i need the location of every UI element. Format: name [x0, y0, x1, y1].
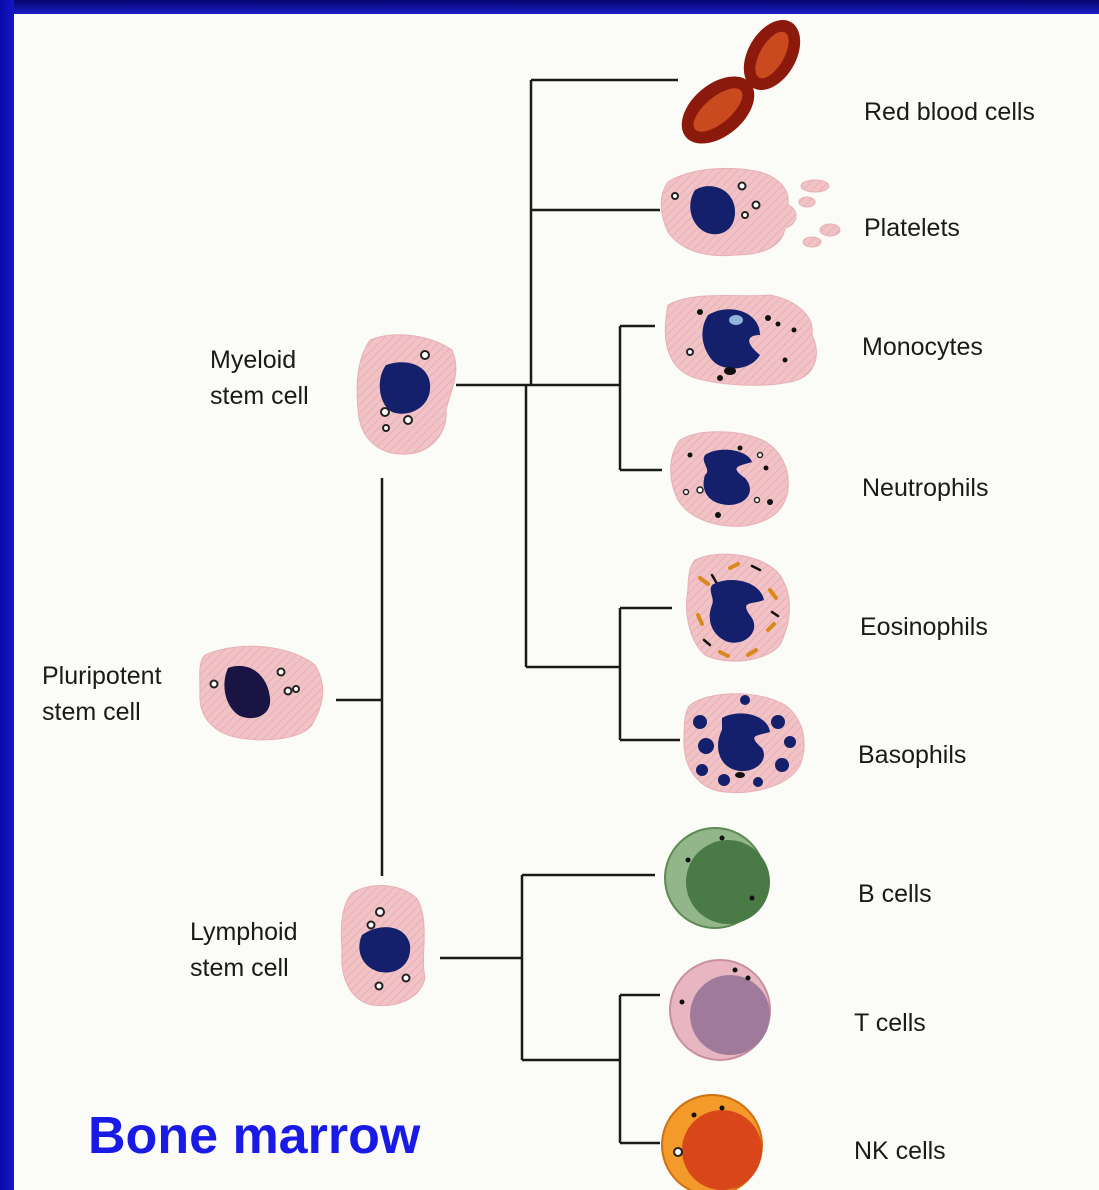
platelets-icon [661, 168, 840, 255]
myeloid-stem-cell-icon [357, 335, 456, 454]
eosinophils-icon [687, 554, 790, 661]
b-cells-label: B cells [858, 876, 932, 912]
bone-marrow-caption: Bone marrow [88, 1106, 420, 1166]
t-cells-label: T cells [854, 1005, 926, 1041]
pluripotent-stem-cell-icon [200, 646, 323, 740]
top-frame-bar [0, 0, 1099, 14]
neutrophils-label: Neutrophils [862, 470, 988, 506]
diagram-panel: Myeloid stem cell Pluripotent stem cell … [14, 14, 1099, 1190]
lymphoid-label-line-1: Lymphoid [190, 914, 297, 950]
eosinophils-label: Eosinophils [860, 609, 988, 645]
pluripotent-stem-cell-label: Pluripotent stem cell [42, 658, 162, 730]
monocytes-icon [665, 295, 816, 385]
pluripotent-label-line-2: stem cell [42, 694, 162, 730]
red-blood-cell-icon [669, 14, 812, 157]
basophils-icon [684, 694, 804, 793]
hematopoiesis-diagram [14, 14, 1099, 1190]
b-cells-icon [665, 828, 770, 928]
lymphoid-label-line-2: stem cell [190, 950, 297, 986]
pluripotent-label-line-1: Pluripotent [42, 658, 162, 694]
myeloid-label-line-2: stem cell [210, 378, 309, 414]
red-blood-cells-label: Red blood cells [864, 94, 1035, 130]
platelets-label: Platelets [864, 210, 960, 246]
myeloid-label-line-1: Myeloid [210, 342, 309, 378]
lymphoid-stem-cell-icon [341, 886, 425, 1006]
monocytes-label: Monocytes [862, 329, 983, 365]
lymphoid-stem-cell-label: Lymphoid stem cell [190, 914, 297, 986]
nk-cells-icon [662, 1095, 762, 1190]
left-frame-bar [0, 0, 14, 1190]
nk-cells-label: NK cells [854, 1133, 946, 1169]
neutrophils-icon [671, 432, 789, 527]
basophils-label: Basophils [858, 737, 966, 773]
myeloid-stem-cell-label: Myeloid stem cell [210, 342, 309, 414]
t-cells-icon [670, 960, 770, 1060]
